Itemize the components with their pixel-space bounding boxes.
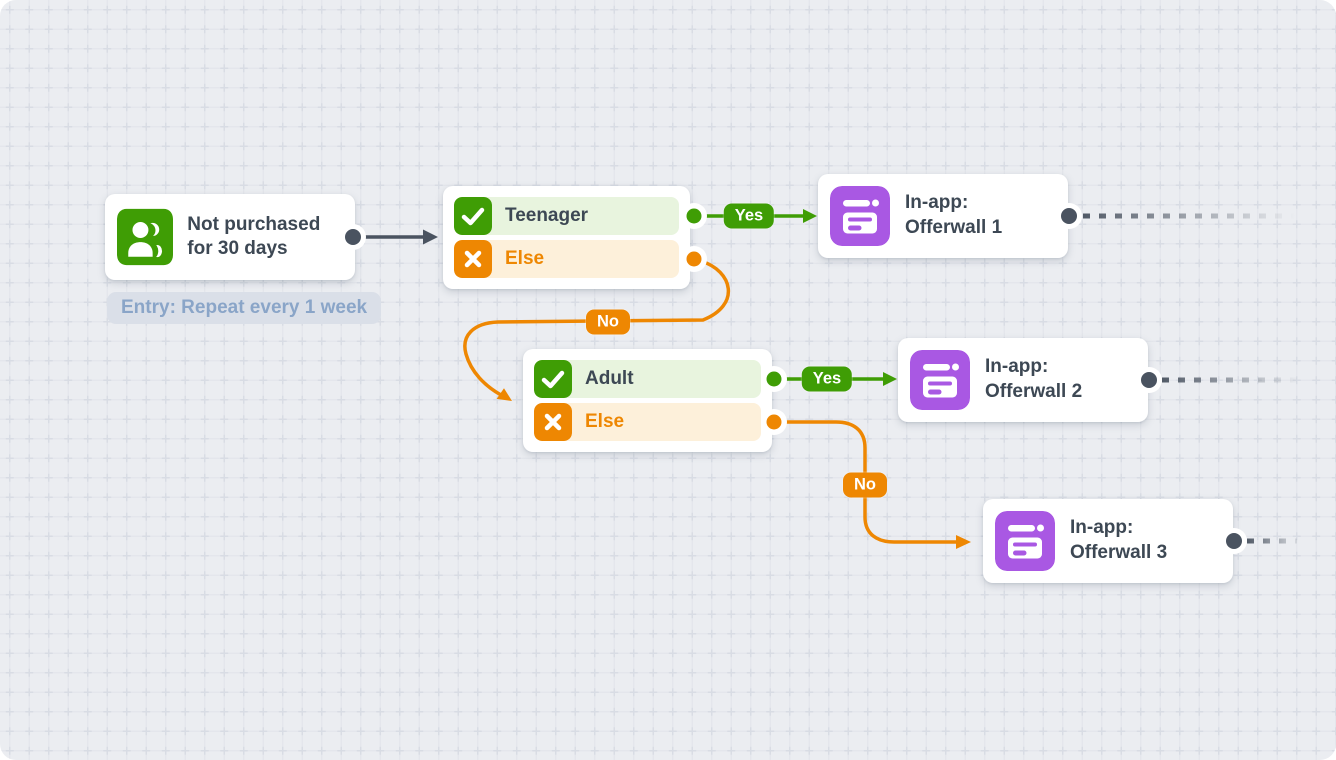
edge-label-yes: Yes [723,203,775,229]
condition-branch-yes[interactable]: Adult [534,360,761,398]
inapp-node-offerwall-1[interactable]: In-app: Offerwall 1 [818,174,1068,258]
condition-node-teenager[interactable]: Teenager Else [443,186,690,289]
inapp-title-name: Offerwall 1 [905,217,1003,238]
x-icon [454,240,492,278]
inapp-title-name: Offerwall 3 [1070,542,1168,563]
inapp-title-prefix: In-app: [985,356,1049,378]
inapp-title-name: Offerwall 2 [985,381,1083,402]
condition-branch-label: Else [585,411,625,432]
condition-branch-else[interactable]: Else [534,403,761,441]
offerwall-icon [910,350,970,410]
entry-annotation: Entry: Repeat every 1 week [107,292,382,324]
condition-node-adult[interactable]: Adult Else [523,349,772,452]
edge-entry-to-condition1 [362,229,438,245]
offerwall-icon [995,511,1055,571]
edge-label-yes: Yes [801,366,853,392]
inapp-title-prefix: In-app: [1070,517,1134,539]
entry-node-title: Not purchased for 30 days [187,214,321,259]
inapp-title-prefix: In-app: [905,192,969,214]
audience-icon [117,208,174,266]
inapp-node-offerwall-2[interactable]: In-app: Offerwall 2 [898,338,1148,422]
inapp-node-title: In-app: Offerwall 1 [905,191,1002,240]
entry-node[interactable]: Not purchased for 30 days [105,194,355,280]
condition-branch-label: Adult [585,368,634,389]
offerwall-icon [830,186,890,246]
edge-label-no: No [843,472,887,498]
check-icon [534,360,572,398]
inapp-node-title: In-app: Offerwall 3 [1070,516,1167,565]
check-icon [454,197,492,235]
inapp-node-offerwall-3[interactable]: In-app: Offerwall 3 [983,499,1233,583]
condition-branch-label: Teenager [505,205,589,226]
condition-branch-yes[interactable]: Teenager [454,197,679,235]
x-icon [534,403,572,441]
edge-label-no: No [586,309,630,335]
condition-branch-else[interactable]: Else [454,240,679,278]
inapp-node-title: In-app: Offerwall 2 [985,355,1082,404]
condition-branch-label: Else [505,248,545,269]
